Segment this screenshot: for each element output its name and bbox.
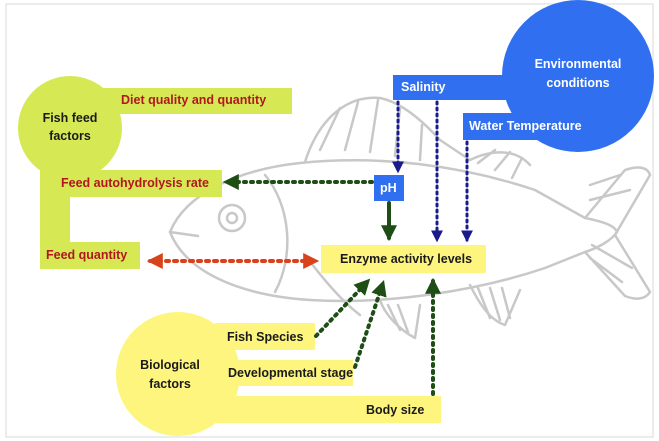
water-temperature-label: Water Temperature xyxy=(469,119,582,133)
fish-illustration xyxy=(168,96,652,340)
fish-mouth xyxy=(168,230,200,238)
environmental-title: Environmental conditions xyxy=(534,57,622,90)
biological-circle xyxy=(116,312,240,436)
feed-quantity-label: Feed quantity xyxy=(46,248,128,262)
ph-label: pH xyxy=(380,181,397,195)
fish-species-label: Fish Species xyxy=(227,330,304,344)
fish-feed-group xyxy=(18,76,292,269)
body-size-bar xyxy=(215,396,441,423)
ph-box xyxy=(374,175,404,201)
diet-quality-label: Diet quality and quantity xyxy=(121,93,267,107)
enzyme-activity-box xyxy=(321,245,486,273)
salinity-bar xyxy=(393,75,513,100)
developmental-stage-label: Developmental stage xyxy=(228,366,354,380)
biological-title: Biological factors xyxy=(140,358,200,391)
fish-tail xyxy=(583,166,652,300)
body-size-label: Body size xyxy=(366,403,425,417)
salinity-label: Salinity xyxy=(401,80,446,94)
feed-quantity-bar xyxy=(40,242,140,269)
fish-gill xyxy=(263,173,289,294)
fish-eye xyxy=(217,203,247,233)
fish-feed-title: Fish feed factors xyxy=(42,111,98,143)
fish-dorsal-fin xyxy=(303,96,532,167)
arrow-stage-to-enzyme xyxy=(353,279,387,369)
arrows xyxy=(146,100,473,396)
biological-group xyxy=(116,312,441,436)
arrow-species-to-enzyme xyxy=(314,278,371,338)
enzyme-activity-label: Enzyme activity levels xyxy=(340,252,473,266)
fish-feed-circle xyxy=(18,76,122,180)
water-temperature-bar xyxy=(463,113,583,140)
diet-quality-bar xyxy=(95,88,292,114)
autohydrolysis-label: Feed autohydrolysis rate xyxy=(61,176,209,190)
environmental-group xyxy=(374,0,654,201)
